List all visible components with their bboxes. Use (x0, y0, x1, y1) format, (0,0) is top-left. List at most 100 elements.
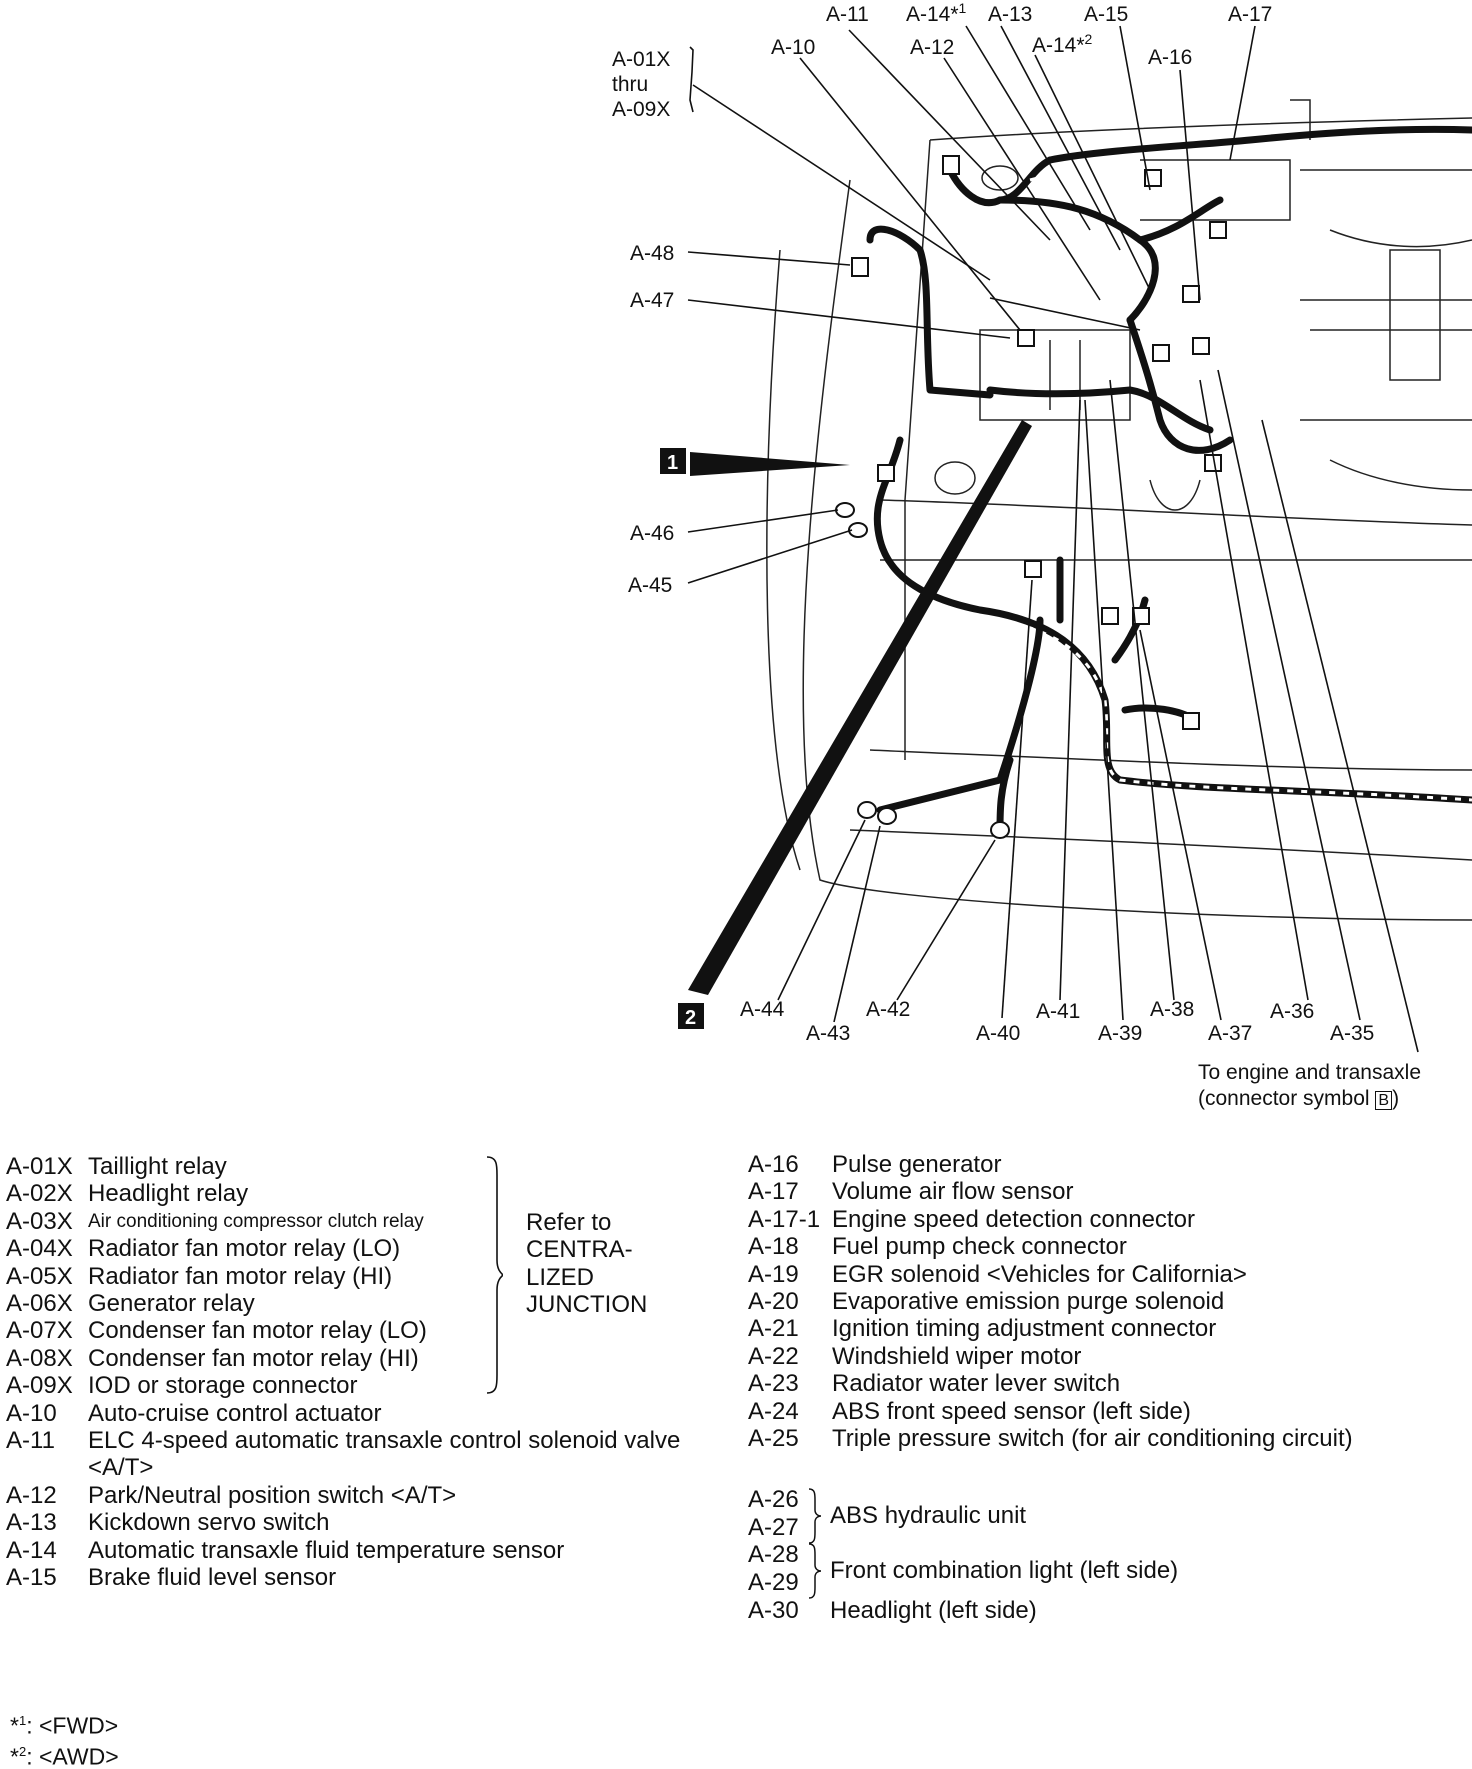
legend-name: Engine speed detection connector (832, 1205, 1195, 1233)
callout-a14-fwd: A-14*1 (906, 0, 967, 26)
legend-row: A-20 Evaporative emission purge solenoid (748, 1288, 1468, 1315)
legend-code: A-21 (748, 1315, 799, 1343)
callout-a13: A-13 (988, 3, 1032, 26)
legend-code: A-25 (748, 1425, 799, 1453)
callout-a39: A-39 (1098, 1022, 1142, 1045)
legend-code: A-23 (748, 1370, 799, 1398)
legend-name: Taillight relay (88, 1153, 227, 1180)
callout-a14-awd: A-14*2 (1032, 31, 1093, 57)
legend-code: A-19 (748, 1260, 799, 1288)
legend-row: A-24 ABS front speed sensor (left side) (748, 1398, 1468, 1425)
callout-a15: A-15 (1084, 3, 1128, 26)
legend-name: Radiator fan motor relay (LO) (88, 1235, 401, 1263)
legend-code: A-08X (6, 1344, 73, 1372)
callout-a09x: A-09X (612, 98, 670, 121)
legend-name: Evaporative emission purge solenoid (832, 1288, 1225, 1316)
abs-code-2: A-27 (748, 1514, 799, 1541)
legend-row: A-25 Triple pressure switch (for air cond… (748, 1425, 1468, 1452)
legend-name: ABS front speed sensor (left side) (832, 1397, 1191, 1425)
callout-a35: A-35 (1330, 1022, 1374, 1045)
legend-code: A-13 (6, 1509, 57, 1537)
legend-row: A-06X Generator relay (6, 1290, 706, 1317)
fcl-code-1: A-28 (748, 1541, 799, 1568)
headlight-code: A-30 (748, 1597, 799, 1624)
legend-name: Radiator water lever switch (832, 1370, 1121, 1398)
abs-hydraulic-unit-name: ABS hydraulic unit (830, 1502, 1027, 1529)
pointer-wedge-1 (690, 452, 850, 476)
legend-row: A-16 Pulse generator (748, 1151, 1468, 1178)
legend-code: A-17-1 (748, 1205, 821, 1233)
legend-code: A-07X (6, 1317, 73, 1345)
legend-name: IOD or storage connector (88, 1372, 358, 1400)
legend-code: A-12 (6, 1481, 57, 1509)
legend-code: A-06X (6, 1290, 73, 1318)
wiring-harness-diagram: A-11 A-14*1 A-13 A-15 A-17 A-10 A-12 A-1… (612, 0, 1472, 1053)
callout-a47: A-47 (630, 289, 674, 312)
callout-a46: A-46 (630, 522, 674, 545)
svg-text:2: 2 (685, 1007, 696, 1029)
legend-code: A-16 (748, 1151, 799, 1178)
callout-a01x: A-01X (612, 48, 670, 71)
legend-code: A-20 (748, 1288, 799, 1316)
fcl-brace (808, 1543, 822, 1599)
legend-name: Automatic transaxle fluid temperature se… (88, 1536, 565, 1564)
legend-name: Triple pressure switch (for air conditio… (832, 1425, 1353, 1453)
callout-thru: thru (612, 73, 648, 96)
legend-name: Condenser fan motor relay (LO) (88, 1317, 427, 1345)
legend-code: A-22 (748, 1342, 799, 1370)
legend-row: A-17-1 Engine speed detection connector (748, 1206, 1468, 1233)
legend-name: Pulse generator (832, 1151, 1002, 1178)
legend-code: A-11 (6, 1427, 55, 1455)
callout-a11: A-11 (826, 3, 869, 26)
pointer-wedge-2 (688, 420, 1032, 995)
legend-code: A-15 (6, 1564, 57, 1592)
legend-row: A-23 Radiator water lever switch (748, 1370, 1468, 1397)
box-marker-2: 2 (678, 1003, 704, 1029)
caption-line-1: To engine and transaxle (1198, 1061, 1421, 1084)
callout-a41: A-41 (1036, 1000, 1080, 1023)
abs-code-1: A-26 (748, 1486, 799, 1513)
headlight-row: A-30 Headlight (left side) (748, 1597, 1037, 1625)
connectors (835, 155, 1227, 839)
legend-name: ELC 4-speed automatic transaxle control … (88, 1427, 681, 1482)
callout-a48: A-48 (630, 242, 674, 265)
legend-name: EGR solenoid <Vehicles for California> (832, 1260, 1247, 1288)
footnote-fwd: *1: <FWD> (10, 1712, 119, 1739)
legend-name: Condenser fan motor relay (HI) (88, 1344, 419, 1372)
legend-code: A-24 (748, 1397, 799, 1425)
legend-row: A-11 ELC 4-speed automatic transaxle cont… (6, 1427, 706, 1482)
legend-row: A-19 EGR solenoid <Vehicles for Californi… (748, 1261, 1468, 1288)
legend-code: A-09X (6, 1372, 73, 1400)
footnote-awd: *2: <AWD> (10, 1743, 119, 1769)
callout-a45: A-45 (628, 574, 672, 597)
callout-a44: A-44 (740, 998, 785, 1021)
callout-a16: A-16 (1148, 46, 1192, 69)
box-marker-1: 1 (660, 448, 686, 474)
legend-name: Volume air flow sensor (832, 1178, 1074, 1206)
legend-row: A-04X Radiator fan motor relay (LO) (6, 1235, 706, 1262)
abs-brace (808, 1488, 822, 1544)
svg-text:1: 1 (667, 452, 678, 474)
legend-code: A-03X (6, 1207, 73, 1235)
legend-code: A-04X (6, 1235, 73, 1263)
centralized-junction-brace (486, 1156, 503, 1394)
callout-labels: A-11 A-14*1 A-13 A-15 A-17 A-10 A-12 A-1… (612, 0, 1374, 1045)
footnotes: *1: <FWD> *2: <AWD> (10, 1708, 119, 1769)
legend-code: A-05X (6, 1262, 73, 1290)
connector-symbol-b: B (1375, 1091, 1393, 1110)
callout-a12: A-12 (910, 36, 954, 59)
legend-name: Generator relay (88, 1290, 255, 1318)
